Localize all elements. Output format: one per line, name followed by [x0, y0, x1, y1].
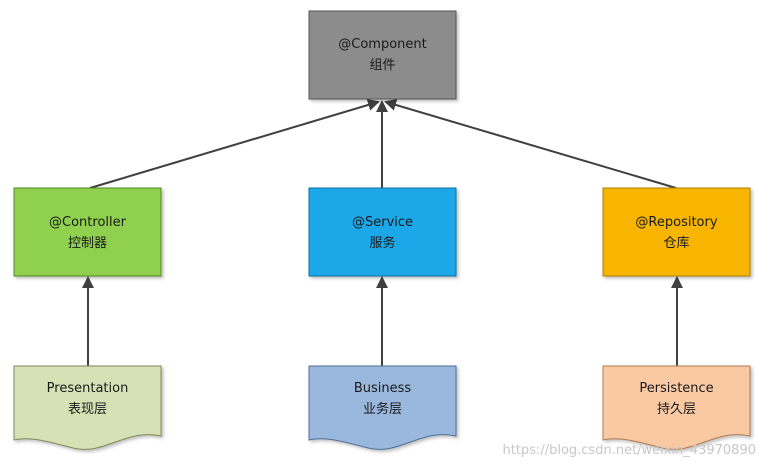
presentation-label: 表现层: [68, 402, 107, 417]
component-name: @Component: [338, 37, 426, 52]
business-layer: Business 业务层: [308, 365, 457, 450]
persistence-name: Persistence: [639, 381, 713, 396]
repository-label: 仓库: [663, 235, 689, 251]
business-shape: [308, 365, 457, 450]
controller-box: [13, 187, 162, 277]
presentation-layer: Presentation 表现层: [13, 365, 162, 450]
persistence-layer: Persistence 持久层: [602, 365, 751, 450]
service-box: [308, 187, 457, 277]
component-node: @Component 组件: [308, 10, 457, 100]
controller-label: 控制器: [68, 236, 107, 251]
persistence-shape: [602, 365, 751, 450]
controller-node: @Controller 控制器: [13, 187, 162, 277]
arrow-repository-to-component: [384, 99, 677, 189]
service-name: @Service: [352, 215, 413, 230]
repository-node: @Repository 仓库: [602, 187, 751, 277]
repository-box: [602, 187, 751, 277]
repository-name: @Repository: [635, 215, 717, 230]
business-label: 业务层: [363, 401, 402, 417]
component-box: [308, 10, 457, 100]
persistence-label: 持久层: [657, 402, 696, 417]
watermark-text: https://blog.csdn.net/weixin_43970890: [502, 443, 756, 458]
arrow-controller-to-component: [89, 99, 380, 189]
presentation-shape: [13, 365, 162, 450]
component-label: 组件: [369, 58, 395, 73]
service-label: 服务: [369, 235, 395, 251]
controller-name: @Controller: [49, 215, 127, 230]
service-node: @Service 服务: [308, 187, 457, 277]
presentation-name: Presentation: [47, 381, 129, 396]
business-name: Business: [354, 381, 412, 396]
